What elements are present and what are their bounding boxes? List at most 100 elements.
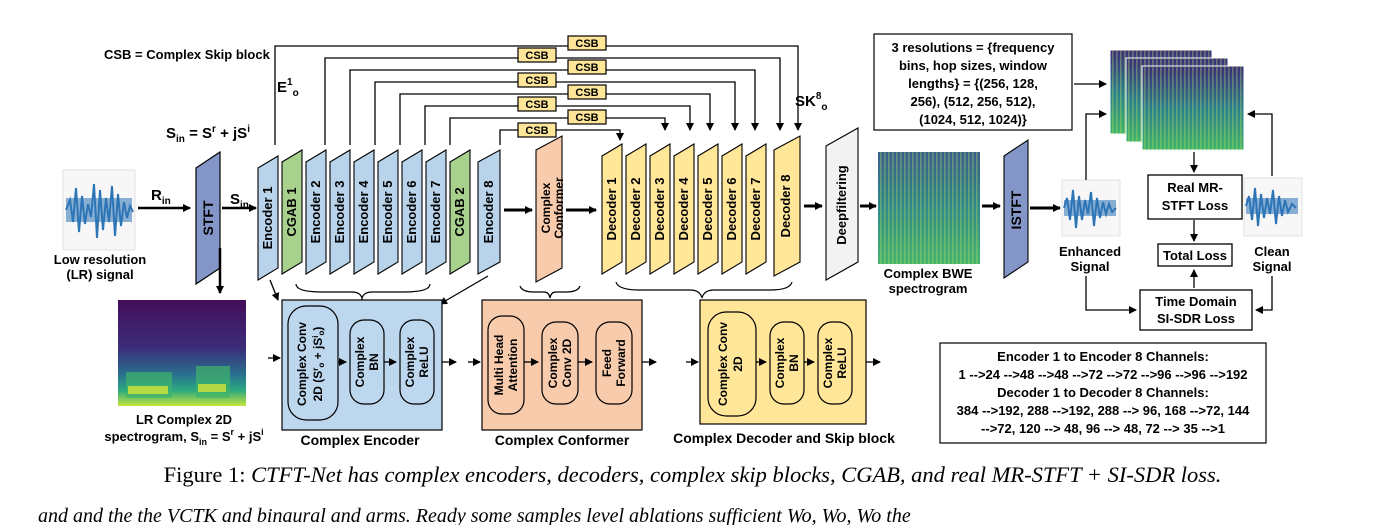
svg-text:Decoder 2: Decoder 2 xyxy=(628,178,643,241)
waveform-lr-icon xyxy=(62,169,136,251)
mr-stft-loss-box: Real MR- STFT Loss xyxy=(1147,174,1243,220)
svg-text:BN: BN xyxy=(787,354,801,371)
csb-block: CSB xyxy=(517,72,557,88)
svg-text:Encoder 7: Encoder 7 xyxy=(428,181,443,244)
cgab-1: CGAB 1 xyxy=(281,149,303,275)
svg-text:ISTFT: ISTFT xyxy=(1008,190,1024,229)
bwe-caption-line2: spectrogram xyxy=(889,281,968,296)
skip-connections xyxy=(274,45,802,145)
clean-signal-line2: Signal xyxy=(1252,259,1291,274)
decoder-6: Decoder 6 xyxy=(721,143,743,275)
cgab-2: CGAB 2 xyxy=(449,149,471,275)
svg-text:Complex Decoder and Skip block: Complex Decoder and Skip block xyxy=(673,430,895,446)
svg-text:Encoder 8: Encoder 8 xyxy=(481,181,496,244)
svg-text:CSB: CSB xyxy=(525,99,548,111)
svg-text:Complex Conv: Complex Conv xyxy=(716,322,730,406)
svg-text:2D (Sro + jSio): 2D (Sro + jSio) xyxy=(311,327,326,402)
svg-text:Complex: Complex xyxy=(773,337,787,388)
encoder-stack: Encoder 1 CGAB 1 Encoder 2 Encoder 3 Enc… xyxy=(257,149,501,281)
csb-block: CSB xyxy=(567,84,607,100)
lr-spec-caption-line1: LR Complex 2D xyxy=(136,412,232,427)
encoder-3: Encoder 3 xyxy=(329,149,351,275)
svg-text:1 -->24 -->48 -->48 -->72 -->7: 1 -->24 -->48 -->48 -->72 -->72 -->96 --… xyxy=(958,367,1247,382)
svg-text:3 resolutions = {frequency: 3 resolutions = {frequency xyxy=(892,40,1056,55)
decoder-5: Decoder 5 xyxy=(697,143,719,275)
caption-prefix: Figure 1: xyxy=(163,462,252,487)
svg-text:384 -->192, 288 -->192, 288 --: 384 -->192, 288 -->192, 288 --> 96, 168 … xyxy=(957,403,1250,418)
enhanced-signal-line2: Signal xyxy=(1070,259,1109,274)
encoder-2: Encoder 2 xyxy=(305,149,327,275)
csb-block: CSB xyxy=(567,59,607,75)
encoder-1: Encoder 1 xyxy=(257,155,279,281)
svg-text:CGAB 1: CGAB 1 xyxy=(284,187,299,236)
svg-text:STFT Loss: STFT Loss xyxy=(1162,198,1228,213)
body-text-fragment: and and the the VCTK and binaural and ar… xyxy=(38,505,911,525)
resolutions-box: 3 resolutions = {frequency bins, hop siz… xyxy=(873,33,1073,131)
decoder-3: Decoder 3 xyxy=(649,143,671,275)
lr-signal-label-line2: (LR) signal xyxy=(66,267,133,282)
svg-text:BN: BN xyxy=(367,353,381,370)
svg-text:2D: 2D xyxy=(731,356,745,372)
svg-text:STFT: STFT xyxy=(200,200,216,235)
svg-text:Deepfiltering: Deepfiltering xyxy=(834,165,849,245)
bwe-caption-line1: Complex BWE xyxy=(884,266,973,281)
svg-text:lengths} = {(256, 128,: lengths} = {(256, 128, xyxy=(908,76,1038,91)
waveform-clean-icon xyxy=(1243,177,1303,237)
svg-text:Encoder 1 to Encoder 8 Channel: Encoder 1 to Encoder 8 Channels: xyxy=(997,349,1209,364)
svg-text:CSB: CSB xyxy=(525,75,548,87)
svg-text:CSB: CSB xyxy=(575,38,598,50)
encoder-8: Encoder 8 xyxy=(477,149,501,275)
svg-text:Feed: Feed xyxy=(600,349,614,377)
total-loss-box: Total Loss xyxy=(1157,243,1233,267)
svg-text:Forward: Forward xyxy=(614,339,628,386)
svg-text:Encoder 1: Encoder 1 xyxy=(260,187,275,250)
svg-text:(1024, 512, 1024)}: (1024, 512, 1024)} xyxy=(919,112,1027,127)
waveform-enhanced-icon xyxy=(1061,179,1121,237)
complex-conformer-block: Complex Conformer xyxy=(535,135,566,283)
csb-legend: CSB = Complex Skip block xyxy=(104,47,271,62)
svg-text:ReLU: ReLU xyxy=(835,347,849,378)
svg-text:Complex Conformer: Complex Conformer xyxy=(495,432,630,448)
spectrogram-bwe-icon xyxy=(878,152,980,264)
svg-text:256), (512, 256, 512),: 256), (512, 256, 512), xyxy=(910,94,1035,109)
csb-block: CSB xyxy=(517,96,557,112)
svg-text:Real MR-: Real MR- xyxy=(1167,180,1223,195)
stft-block: STFT xyxy=(195,150,221,286)
svg-text:Encoder 3: Encoder 3 xyxy=(332,181,347,244)
svg-text:CSB: CSB xyxy=(575,62,598,74)
csb-block: CSB xyxy=(567,109,607,125)
svg-text:Time Domain: Time Domain xyxy=(1155,294,1236,309)
csb-blocks: CSB CSB CSB CSB CSB CSB CSB CSB xyxy=(517,35,607,138)
svg-text:Conformer: Conformer xyxy=(552,177,566,239)
decoder-stack: Decoder 1 Decoder 2 Decoder 3 Decoder 4 … xyxy=(601,135,801,277)
lr-signal-label-line1: Low resolution xyxy=(54,252,147,267)
sk8o-label: SK8o xyxy=(795,91,828,113)
svg-text:Decoder 7: Decoder 7 xyxy=(748,178,763,241)
decoder-1: Decoder 1 xyxy=(601,143,623,275)
clean-signal-line1: Clean xyxy=(1254,244,1289,259)
svg-text:CGAB 2: CGAB 2 xyxy=(452,187,467,236)
svg-text:CSB: CSB xyxy=(525,125,548,137)
svg-text:Complex Conv: Complex Conv xyxy=(295,322,309,406)
si-sdr-loss-box: Time Domain SI-SDR Loss xyxy=(1139,289,1253,331)
svg-text:Complex: Complex xyxy=(353,336,367,387)
complex-conformer-detail: Multi Head Attention Complex Conv 2D Fee… xyxy=(468,299,657,448)
decoder-8: Decoder 8 xyxy=(773,135,801,277)
s-in-equation: Sin = Sr + jSi xyxy=(166,124,250,145)
channels-box: Encoder 1 to Encoder 8 Channels: 1 -->24… xyxy=(939,342,1267,444)
svg-text:bins, hop sizes, window: bins, hop sizes, window xyxy=(899,58,1048,73)
figure-caption: Figure 1: CTFT-Net has complex encoders,… xyxy=(0,462,1385,488)
encoder-7: Encoder 7 xyxy=(425,149,447,275)
spectrogram-stack-icon xyxy=(1109,49,1245,151)
spectrogram-lr-icon xyxy=(118,300,246,406)
encoder-4: Encoder 4 xyxy=(353,149,375,275)
s-in-arrow-label: Sin xyxy=(230,191,249,211)
svg-text:ReLU: ReLU xyxy=(417,346,431,377)
r-in-label: Rin xyxy=(151,187,171,207)
svg-text:Decoder 6: Decoder 6 xyxy=(724,178,739,241)
svg-text:Encoder 6: Encoder 6 xyxy=(404,181,419,244)
svg-text:Complex Encoder: Complex Encoder xyxy=(300,432,420,448)
lr-spec-caption-line2: spectrogram, Sin = Sr + jSi xyxy=(104,427,263,447)
csb-block: CSB xyxy=(517,47,557,63)
